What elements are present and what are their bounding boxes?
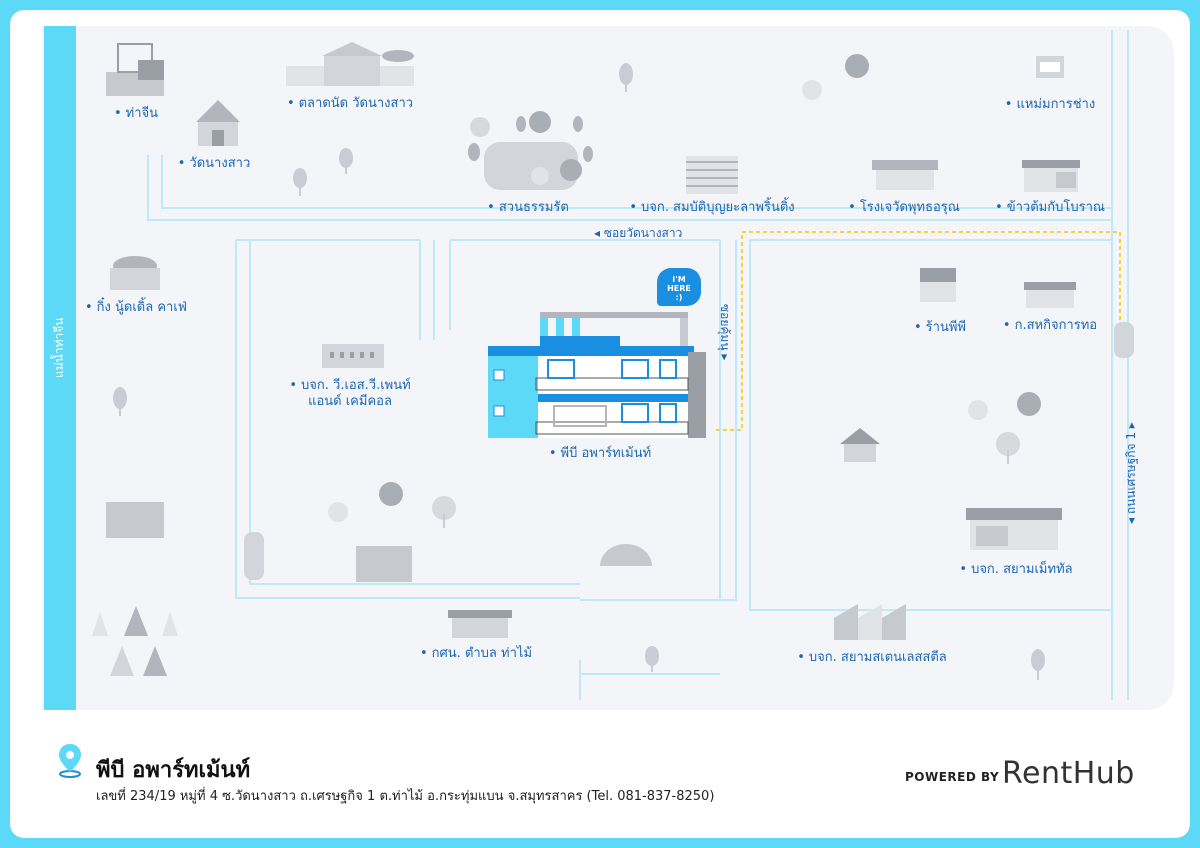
- place-hairdresser: •แหม่มการช่าง: [1004, 97, 1096, 112]
- place-noodle-cafe: •กิ๋ง นู้ดเดิ้ล คาเฟ่: [85, 300, 187, 315]
- place-name-line-2: แอนด์ เคมีคอล: [308, 394, 392, 409]
- pine-trees: [92, 606, 178, 676]
- trees: [113, 54, 1045, 680]
- road-lines: [147, 30, 1129, 700]
- place-name: วัดนางสาว: [189, 156, 251, 171]
- im-here-bubble: I'M HERE :): [657, 268, 701, 306]
- river: [44, 26, 76, 710]
- place-destination: •พีบี อพาร์ทเม้นท์: [548, 446, 652, 461]
- road-name: ซอยคุ้มนุ: [718, 304, 732, 351]
- arrow-icon: ▸: [1124, 422, 1138, 433]
- place-name: แหม่มการช่าง: [1016, 97, 1096, 112]
- bubble-line-2: HERE: [667, 284, 691, 293]
- place-pp-shop: •ร้านพีพี: [914, 320, 966, 335]
- place-name: กศน. ตำบล ท่าไม้: [431, 646, 533, 661]
- bubble-line-3: :): [675, 293, 683, 302]
- place-name: บจก. สมบัติบุญยะลาพริ้นติ้ง: [641, 200, 795, 215]
- footer-address: เลขที่ 234/19 หมู่ที่ 4 ซ.วัดนางสาว ถ.เศ…: [96, 789, 715, 804]
- place-coop: •ก.สหกิจการทอ: [1002, 318, 1098, 333]
- park-graphic: [468, 111, 593, 190]
- place-school: •โรงเจวัดพุทธอรุณ: [848, 200, 960, 215]
- place-siam-metal: •บจก. สยามเม็ททัล: [959, 562, 1073, 577]
- place-market: •ตลาดนัด วัดนางสาว: [286, 96, 414, 111]
- place-name: บจก. สยามสเตนเลสสตีล: [808, 650, 947, 665]
- place-wat-nang-sao: •วัดนางสาว: [177, 156, 251, 171]
- place-name: ร้านพีพี: [925, 320, 966, 335]
- road-name: ซอยวัดนางสาว: [603, 226, 683, 240]
- apartment-building: [488, 312, 706, 438]
- route-line: [716, 231, 1121, 431]
- place-name: ท่าจีน: [125, 106, 159, 121]
- place-siam-stainless: •บจก. สยามสเตนเลสสตีล: [797, 650, 947, 665]
- powered-by-label: POWERED BY: [905, 770, 1000, 784]
- road-label-khun-soi: ซอยคุ้มนุ ▸: [715, 304, 734, 360]
- footer-title: พีบี อพาร์ทเม้นท์: [96, 758, 251, 783]
- place-name: กิ๋ง นู้ดเดิ้ล คาเฟ่: [96, 300, 187, 315]
- place-name: ข้าวต้มกับโบราณ: [1006, 200, 1105, 215]
- river-label: แม่น้ำท่าจีน: [52, 317, 66, 378]
- arrow-left-icon: ◂: [594, 226, 604, 240]
- place-khao-tom: •ข้าวต้มกับโบราณ: [995, 200, 1105, 215]
- arrow-down-icon: ▸: [718, 350, 732, 361]
- arrow-icon: ◂: [1124, 514, 1138, 524]
- road-label-main: ◂ ถนนเศรษฐกิจ 1 ▸: [1122, 422, 1141, 524]
- place-sombat-co: •บจก. สมบัติบุญยะลาพริ้นติ้ง: [629, 200, 795, 215]
- road-name: ถนนเศรษฐกิจ 1: [1124, 432, 1138, 515]
- place-name: บจก. สยามเม็ททัล: [971, 562, 1073, 577]
- location-pin-icon: [59, 744, 81, 778]
- renthub-logo[interactable]: RentHub: [1002, 756, 1135, 791]
- destination-name: พีบี อพาร์ทเม้นท์: [560, 446, 652, 461]
- place-name: ตลาดนัด วัดนางสาว: [298, 96, 414, 111]
- place-vsv-paint: •บจก. วี.เอส.วี.เพนท์แอนด์ เคมีคอล: [289, 378, 411, 409]
- place-name: ก.สหกิจการทอ: [1014, 318, 1098, 333]
- bubble-line-1: I'M: [672, 275, 686, 284]
- place-name: สวนธรรมรัต: [498, 200, 569, 215]
- road-label-top-soi: ◂ ซอยวัดนางสาว: [594, 224, 682, 243]
- place-name: โรงเจวัดพุทธอรุณ: [859, 200, 960, 215]
- place-gsn: •กศน. ตำบล ท่าไม้: [419, 646, 533, 661]
- place-name-line-1: บจก. วี.เอส.วี.เพนท์: [301, 378, 411, 393]
- place-tha-chin: •ท่าจีน: [113, 106, 159, 121]
- building-icons: [106, 42, 1134, 640]
- place-suan-thammarat: •สวนธรรมรัต: [487, 200, 569, 215]
